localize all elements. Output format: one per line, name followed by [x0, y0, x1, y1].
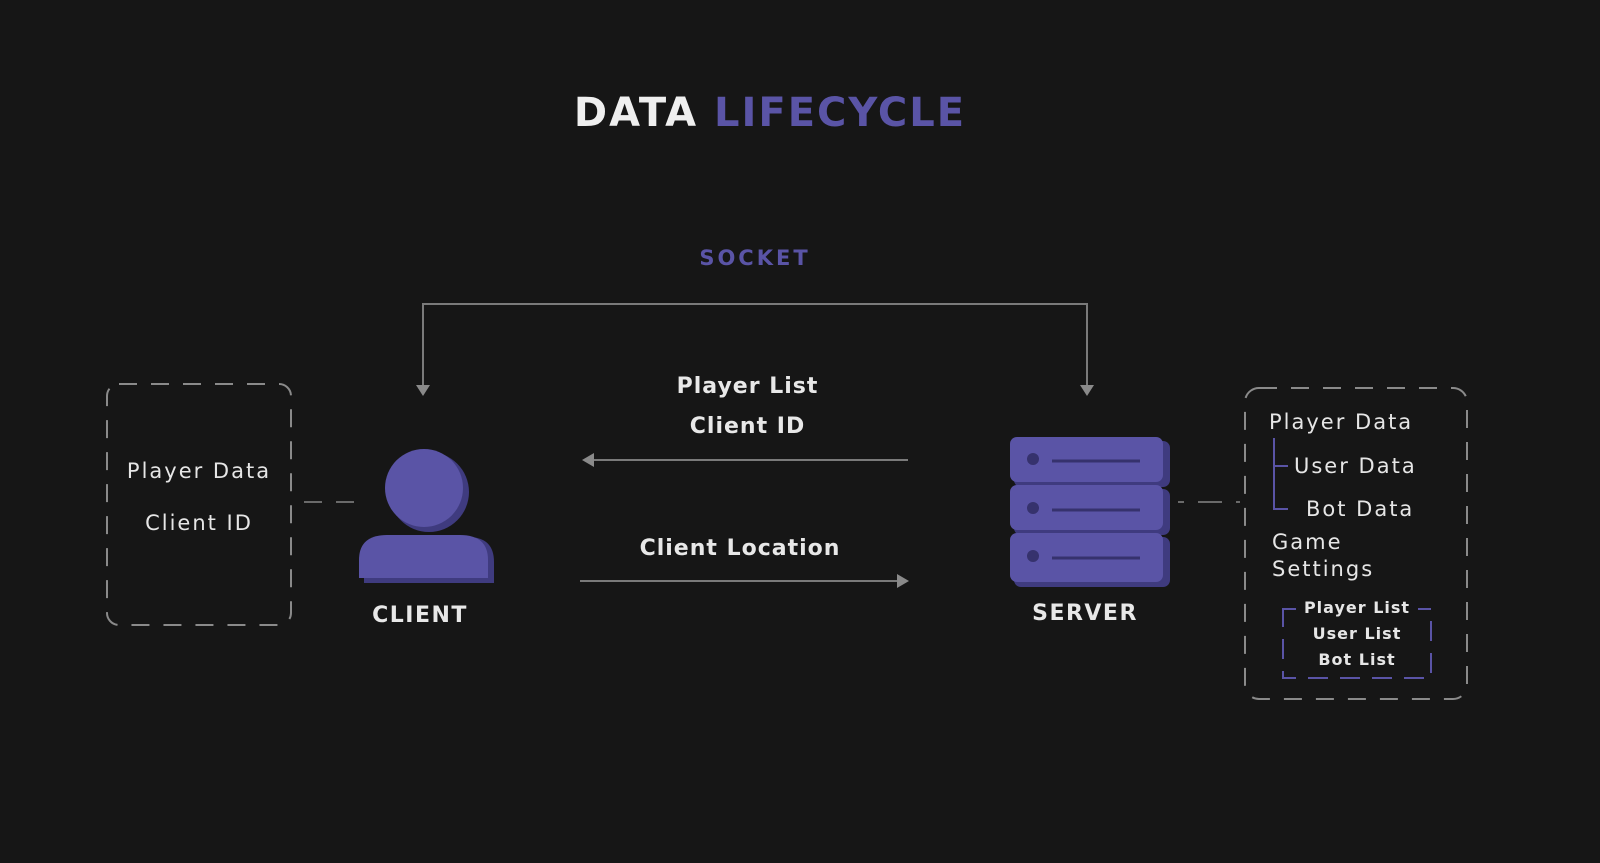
- server-store-player-data: Player Data: [1269, 410, 1414, 434]
- socket-arrow-server: [1080, 385, 1094, 396]
- message-player-list: Player List: [676, 374, 819, 399]
- server-store-user-list: User List: [1312, 624, 1402, 643]
- player-data-tree-lines: [1273, 438, 1288, 510]
- client-store-player-data: Player Data: [126, 459, 272, 483]
- message-client-location: Client Location: [639, 536, 841, 561]
- server-store-game-settings-1: Game: [1272, 530, 1343, 554]
- server-icon: [1010, 437, 1170, 587]
- client-store-client-id: Client ID: [145, 511, 253, 535]
- server-store-bot-data: Bot Data: [1306, 497, 1415, 521]
- page-title: DATA LIFECYCLE: [0, 90, 1540, 136]
- socket-label: SOCKET: [699, 246, 811, 270]
- user-icon: [359, 449, 494, 583]
- title-part2: LIFECYCLE: [714, 90, 967, 136]
- client-label: CLIENT: [372, 603, 468, 628]
- server-data-store-box: [1244, 387, 1468, 700]
- server-store-bot-list: Bot List: [1318, 650, 1396, 669]
- socket-arrow-client: [416, 385, 430, 396]
- server-store-game-settings-2: Settings: [1272, 557, 1375, 581]
- title-part1: DATA: [573, 90, 699, 136]
- client-data-store-box: [106, 383, 292, 626]
- server-store-player-list: Player List: [1296, 598, 1418, 617]
- arrowhead-server-to-client: [582, 453, 594, 467]
- arrowhead-client-to-server: [897, 574, 909, 588]
- server-store-user-data: User Data: [1294, 454, 1417, 478]
- socket-connection-line: [422, 303, 1088, 392]
- server-label: SERVER: [1032, 601, 1138, 626]
- message-client-id: Client ID: [689, 414, 806, 439]
